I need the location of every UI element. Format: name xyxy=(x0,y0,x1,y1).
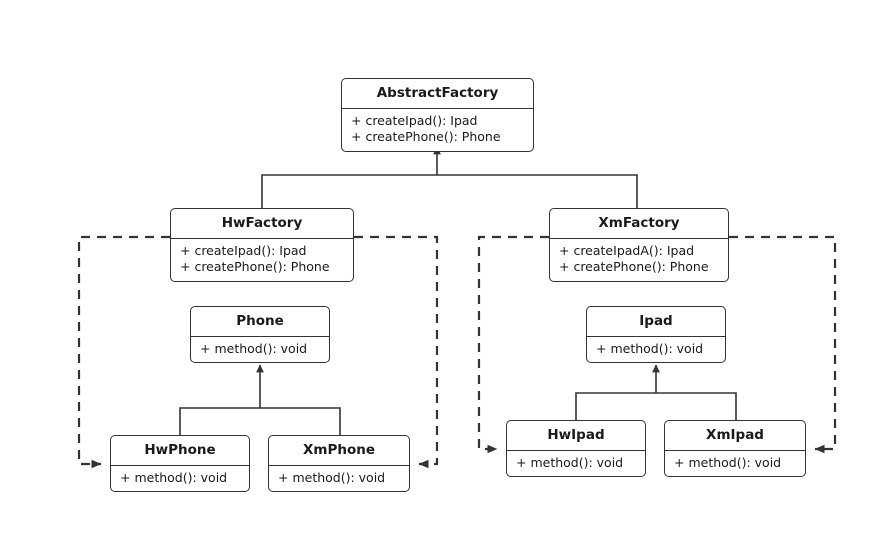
dependency-hwfactory-to-hwphone xyxy=(77,235,170,469)
class-members-hw-phone: + method(): void xyxy=(111,466,249,492)
class-name-xm-factory: XmFactory xyxy=(598,215,680,231)
class-name-phone: Phone xyxy=(236,313,284,329)
class-member: + method(): void xyxy=(120,469,228,485)
class-member: + createIpad(): Ipad xyxy=(180,242,307,258)
class-name-xm-ipad: XmIpad xyxy=(706,427,764,443)
class-member: + method(): void xyxy=(278,469,386,485)
class-members-ipad: + method(): void xyxy=(587,337,725,363)
class-member: + method(): void xyxy=(200,340,308,356)
class-name-abstract-factory: AbstractFactory xyxy=(376,85,499,101)
class-name-hw-factory: HwFactory xyxy=(221,215,303,231)
class-member: + method(): void xyxy=(516,454,624,470)
class-box-hw-ipad[interactable]: HwIpad + method(): void xyxy=(506,420,646,477)
class-box-abstract-factory[interactable]: AbstractFactory + createIpad(): Ipad + c… xyxy=(341,78,534,152)
dependency-xmfactory-to-xmipad xyxy=(729,235,837,454)
class-name-hw-phone: HwPhone xyxy=(144,442,216,458)
class-divider xyxy=(550,237,728,239)
class-divider xyxy=(587,335,725,337)
class-members-xm-factory: + createIpadA(): Ipad + createPhone(): P… xyxy=(550,239,728,281)
class-member: + createIpad(): Ipad xyxy=(351,112,478,128)
class-member: + createIpadA(): Ipad xyxy=(559,242,695,258)
class-divider xyxy=(191,335,329,337)
class-members-phone: + method(): void xyxy=(191,337,329,363)
class-members-xm-ipad: + method(): void xyxy=(665,451,805,477)
class-members-hw-factory: + createIpad(): Ipad + createPhone(): Ph… xyxy=(171,239,353,281)
generalization-phones-to-phone xyxy=(179,364,341,435)
dependency-hwfactory-to-xmphone xyxy=(354,235,439,469)
class-members-hw-ipad: + method(): void xyxy=(507,451,645,477)
class-member: + createPhone(): Phone xyxy=(559,259,709,274)
class-divider xyxy=(111,464,249,466)
class-box-xm-phone[interactable]: XmPhone + method(): void xyxy=(268,435,410,492)
class-name-ipad: Ipad xyxy=(639,313,673,329)
class-divider xyxy=(342,107,533,109)
class-divider xyxy=(507,449,645,451)
class-box-ipad[interactable]: Ipad + method(): void xyxy=(586,306,726,363)
dependency-xmfactory-to-hwipad xyxy=(477,235,549,454)
generalization-factories-to-abstractfactory xyxy=(261,146,638,208)
class-member: + method(): void xyxy=(674,454,782,470)
class-members-abstract-factory: + createIpad(): Ipad + createPhone(): Ph… xyxy=(342,109,533,151)
class-divider xyxy=(665,449,805,451)
class-members-xm-phone: + method(): void xyxy=(269,466,409,492)
class-box-xm-factory[interactable]: XmFactory + createIpadA(): Ipad + create… xyxy=(549,208,729,282)
class-box-hw-factory[interactable]: HwFactory + createIpad(): Ipad + createP… xyxy=(170,208,354,282)
class-member: + method(): void xyxy=(596,340,704,356)
class-divider xyxy=(269,464,409,466)
class-member: + createPhone(): Phone xyxy=(351,129,501,144)
class-name-hw-ipad: HwIpad xyxy=(547,427,605,443)
class-box-xm-ipad[interactable]: XmIpad + method(): void xyxy=(664,420,806,477)
class-divider xyxy=(171,237,353,239)
class-member: + createPhone(): Phone xyxy=(180,259,330,274)
class-box-phone[interactable]: Phone + method(): void xyxy=(190,306,330,363)
generalization-ipads-to-ipad xyxy=(575,364,737,420)
class-name-xm-phone: XmPhone xyxy=(302,442,376,458)
class-box-hw-phone[interactable]: HwPhone + method(): void xyxy=(110,435,250,492)
